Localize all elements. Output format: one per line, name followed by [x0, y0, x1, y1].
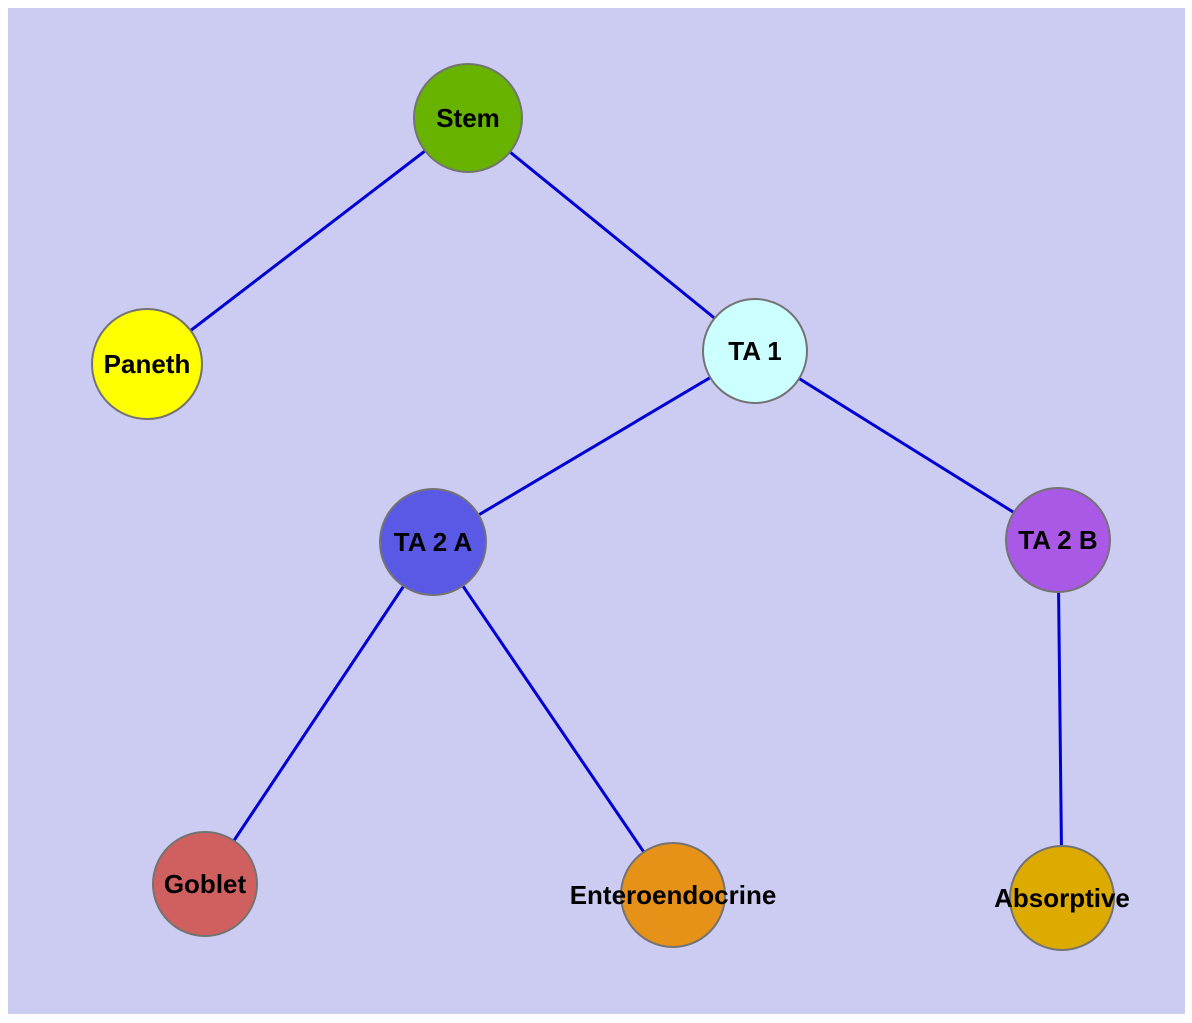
- nodes-layer: [91, 63, 1115, 951]
- node-label-paneth: Paneth: [104, 349, 191, 379]
- node-label-enteroendocrine: Enteroendocrine: [570, 880, 777, 910]
- edge-stem-paneth: [146, 116, 469, 366]
- edge-ta2a-goblet: [203, 541, 435, 885]
- node-enteroendocrine: [620, 842, 726, 948]
- node-label-ta1: TA 1: [728, 336, 781, 366]
- edge-ta2a-enteroendocrine: [431, 541, 675, 896]
- node-stem: [413, 63, 523, 173]
- edge-ta1-ta2b: [754, 349, 1059, 542]
- node-paneth: [91, 308, 203, 420]
- edge-stem-ta1: [467, 116, 756, 353]
- node-label-ta2b: TA 2 B: [1018, 525, 1097, 555]
- edge-ta1-ta2a: [432, 349, 756, 544]
- node-label-stem: Stem: [436, 103, 500, 133]
- node-label-ta2a: TA 2 A: [394, 527, 473, 557]
- edge-ta2b-absorptive: [1056, 539, 1064, 899]
- node-label-goblet: Goblet: [164, 869, 247, 899]
- node-absorptive: [1009, 845, 1115, 951]
- node-ta2b: [1005, 487, 1111, 593]
- edges-layer: [146, 116, 1064, 899]
- node-label-absorptive: Absorptive: [994, 883, 1130, 913]
- node-goblet: [152, 831, 258, 937]
- node-ta2a: [379, 488, 487, 596]
- node-ta1: [702, 298, 808, 404]
